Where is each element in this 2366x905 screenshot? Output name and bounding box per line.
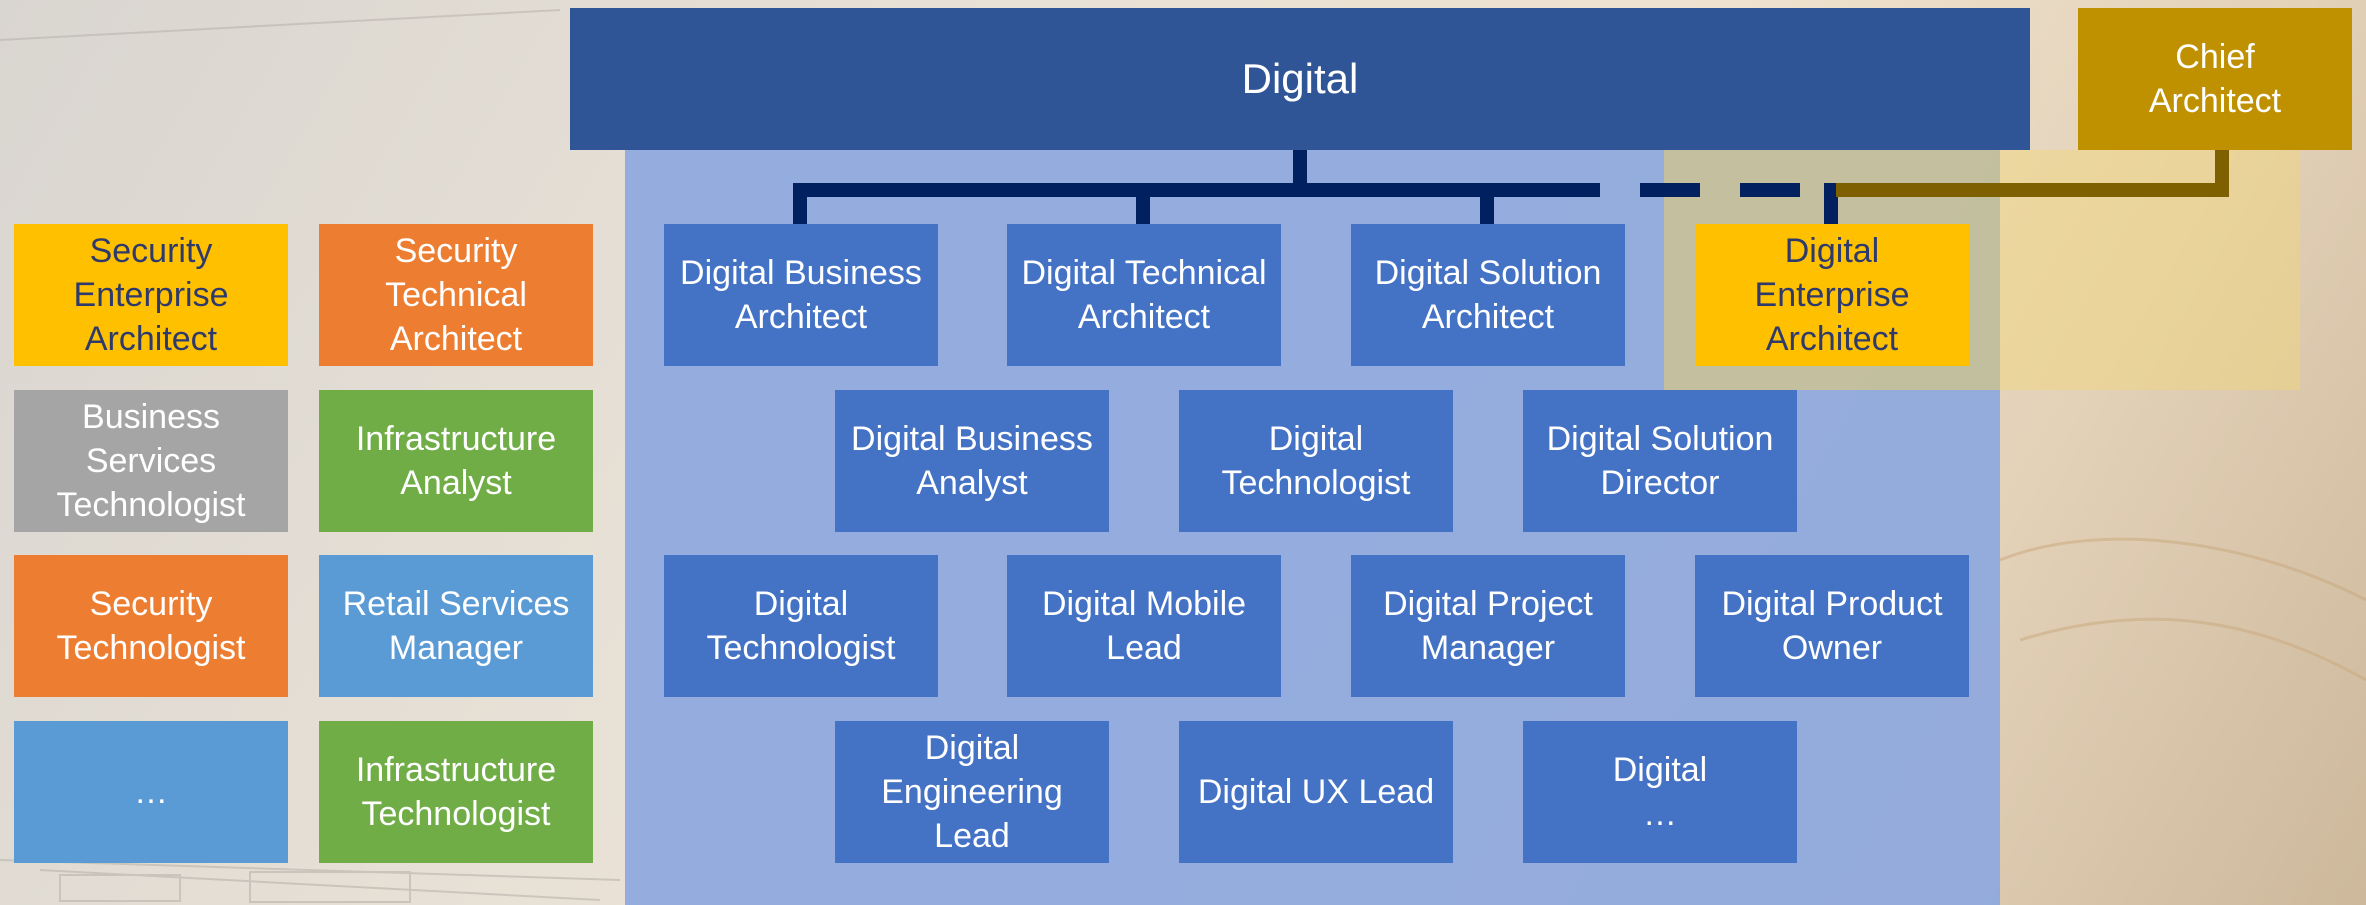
chief-architect-label: Chief Architect: [2148, 38, 2282, 120]
digital-header: Digital: [570, 8, 2030, 150]
role-digital-engineering-lead: Digital Engineering Lead: [835, 721, 1109, 863]
role-label: Digital Technologist: [706, 585, 896, 667]
role-label: Digital Solution Director: [1546, 420, 1774, 502]
role-infrastructure-technologist: Infrastructure Technologist: [319, 721, 593, 863]
role-digital-more: Digital …: [1523, 721, 1797, 863]
role-digital-technologist-2: Digital Technologist: [664, 555, 938, 697]
role-retail-services-manager: Retail Services Manager: [319, 555, 593, 697]
role-label: Digital Product Owner: [1721, 585, 1943, 667]
role-security-technologist: Security Technologist: [14, 555, 288, 697]
role-security-enterprise-architect: Security Enterprise Architect: [14, 224, 288, 366]
role-label: Digital Technical Architect: [1021, 254, 1267, 336]
role-digital-enterprise-architect: Digital Enterprise Architect: [1695, 224, 1969, 366]
role-other-more: …: [14, 721, 288, 863]
role-digital-solution-director: Digital Solution Director: [1523, 390, 1797, 532]
role-digital-project-manager: Digital Project Manager: [1351, 555, 1625, 697]
role-digital-business-analyst: Digital Business Analyst: [835, 390, 1109, 532]
role-security-technical-architect: Security Technical Architect: [319, 224, 593, 366]
role-label: Digital Technologist: [1221, 420, 1411, 502]
role-label: Business Services Technologist: [56, 398, 246, 524]
role-label: Digital Business Analyst: [851, 420, 1093, 502]
role-label: Security Enterprise Architect: [73, 232, 229, 358]
role-digital-ux-lead: Digital UX Lead: [1179, 721, 1453, 863]
role-digital-technical-architect: Digital Technical Architect: [1007, 224, 1281, 366]
role-label: Security Technical Architect: [385, 232, 527, 358]
role-digital-technologist: Digital Technologist: [1179, 390, 1453, 532]
role-label: Infrastructure Technologist: [355, 751, 557, 833]
role-infrastructure-analyst: Infrastructure Analyst: [319, 390, 593, 532]
role-digital-product-owner: Digital Product Owner: [1695, 555, 1969, 697]
role-label: Digital Mobile Lead: [1041, 585, 1247, 667]
role-label: Security Technologist: [56, 585, 246, 667]
role-label: Digital Engineering Lead: [881, 729, 1063, 855]
role-digital-solution-architect: Digital Solution Architect: [1351, 224, 1625, 366]
role-digital-business-architect: Digital Business Architect: [664, 224, 938, 366]
role-digital-mobile-lead: Digital Mobile Lead: [1007, 555, 1281, 697]
role-label: Digital Solution Architect: [1374, 254, 1602, 336]
role-label: …: [134, 773, 168, 811]
role-label: Infrastructure Analyst: [355, 420, 557, 502]
chief-architect-box: Chief Architect: [2078, 8, 2352, 150]
role-label: Digital UX Lead: [1197, 773, 1435, 811]
role-label: Digital Enterprise Architect: [1754, 232, 1910, 358]
role-business-services-technologist: Business Services Technologist: [14, 390, 288, 532]
role-label: Digital Business Architect: [680, 254, 922, 336]
role-label: Retail Services Manager: [342, 585, 570, 667]
digital-header-title: Digital: [1241, 55, 1359, 102]
role-label: Digital …: [1612, 751, 1708, 833]
role-label: Digital Project Manager: [1383, 585, 1593, 667]
